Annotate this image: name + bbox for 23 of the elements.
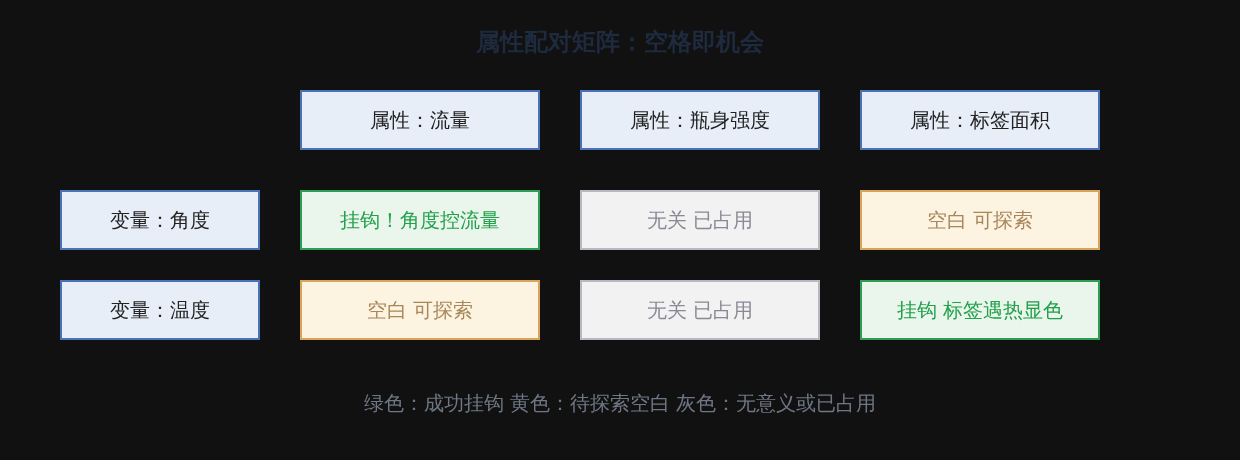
header-box bbox=[300, 90, 540, 150]
header-box bbox=[60, 280, 260, 340]
cell-text: 属性：流量 bbox=[370, 106, 470, 134]
header-box bbox=[580, 90, 820, 150]
match-box bbox=[860, 280, 1100, 340]
legend-note: 绿色：成功挂钩 黄色：待探索空白 灰色：无意义或已占用 bbox=[362, 390, 878, 417]
blank-box bbox=[860, 190, 1100, 250]
header-box bbox=[860, 90, 1100, 150]
cell-text: 无关 已占用 bbox=[646, 206, 754, 234]
cell-text: 挂钩 标签遇热显色 bbox=[896, 296, 1064, 324]
header-box bbox=[60, 190, 260, 250]
cell-text: 变量：角度 bbox=[110, 206, 210, 234]
occupied-box bbox=[580, 190, 820, 250]
cell-text: 空白 可探索 bbox=[926, 206, 1034, 234]
cell-text: 空白 可探索 bbox=[366, 296, 474, 324]
cell-text: 变量：温度 bbox=[110, 296, 210, 324]
cell-text: 无关 已占用 bbox=[646, 296, 754, 324]
cell-text: 属性：瓶身强度 bbox=[630, 106, 770, 134]
cell-text: 属性：标签面积 bbox=[910, 106, 1050, 134]
occupied-box bbox=[580, 280, 820, 340]
match-box bbox=[300, 190, 540, 250]
cell-text: 挂钩！角度控流量 bbox=[340, 206, 500, 234]
blank-box bbox=[300, 280, 540, 340]
